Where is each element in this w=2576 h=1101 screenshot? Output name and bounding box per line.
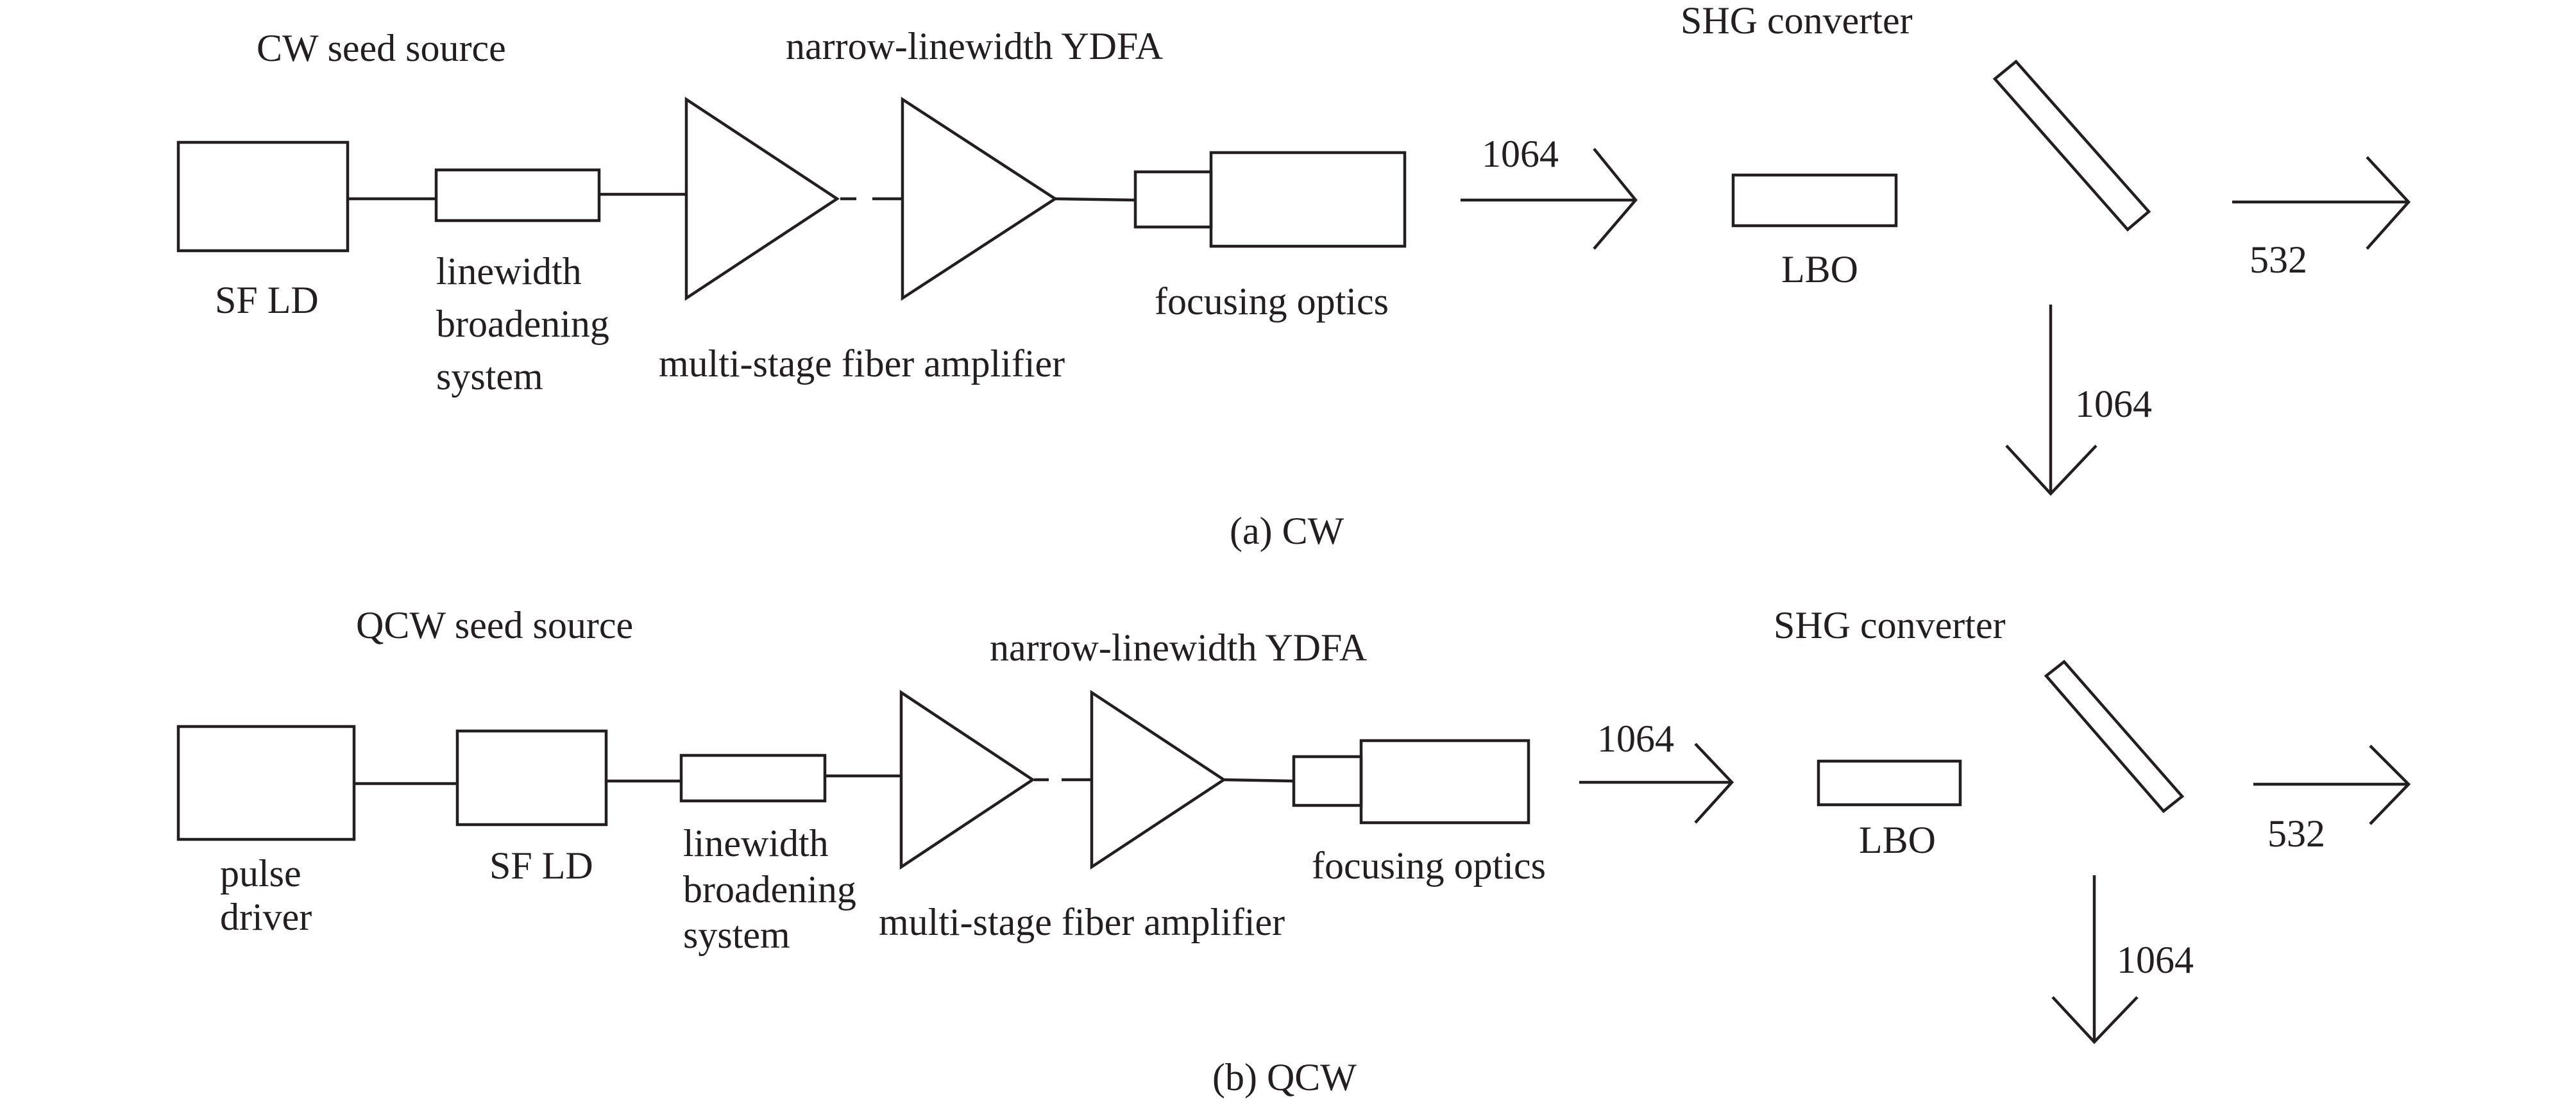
- panel-b-pulse-driver-box: [176, 725, 356, 841]
- panel-a-residual-arrow-head: [2005, 444, 2097, 496]
- panel-a-broadening-label-1: linewidth: [436, 250, 582, 292]
- panel-b-amp-header: narrow-linewidth YDFA: [990, 626, 1367, 669]
- panel-b-residual-wavelength: 1064: [2117, 939, 2194, 981]
- panel-b-input-wavelength: 1064: [1597, 718, 1674, 760]
- panel-a-output-arrow-head: [2366, 156, 2411, 250]
- panel-a-amplifier-stage-2: [901, 96, 1058, 301]
- panel-a-focusing-ferrule: [1133, 170, 1213, 229]
- panel-b-focusing-lens-body: [1359, 739, 1530, 825]
- panel-b-seed-header: QCW seed source: [356, 604, 633, 646]
- panel-a-broadening-label-2: broadening: [436, 303, 609, 345]
- panel-a-sf-ld-label: SF LD: [215, 279, 319, 321]
- panel-b-dichroic-mirror: [2044, 659, 2185, 814]
- panel-b: QCW seed source narrow-linewidth YDFA SH…: [176, 604, 2411, 1098]
- panel-a-residual-wavelength: 1064: [2075, 383, 2152, 425]
- panel-a-focusing-lens-body: [1209, 151, 1407, 248]
- panel-a-broadening-label-3: system: [436, 355, 543, 398]
- panel-b-input-arrow-head: [1694, 743, 1734, 824]
- panel-b-amplifier-stage-1: [899, 689, 1036, 870]
- panel-a-amplifier-stage-1: [684, 96, 840, 301]
- panel-a-sf-ld-box: [176, 140, 350, 253]
- panel-a-output-wavelength: 532: [2250, 239, 2307, 281]
- panel-a-input-arrow-head: [1593, 147, 1638, 250]
- panel-b-lbo-label: LBO: [1859, 819, 1936, 861]
- panel-b-output-arrow-head: [2369, 744, 2411, 825]
- panel-b-amplifier-stage-2: [1090, 689, 1227, 870]
- panel-a-lbo-label: LBO: [1781, 248, 1858, 290]
- panel-b-focusing-ferrule: [1292, 755, 1363, 807]
- panel-b-residual-arrow-head: [2051, 996, 2139, 1045]
- panel-a-shg-header: SHG converter: [1681, 0, 1913, 42]
- panel-b-amplifier-label: multi-stage fiber amplifier: [879, 901, 1285, 943]
- panel-b-output-wavelength: 532: [2267, 812, 2325, 855]
- panel-b-fiber-3: [1223, 778, 1294, 783]
- panel-a-lbo-crystal: [1731, 173, 1898, 228]
- panel-b-broadening-box: [679, 753, 827, 803]
- panel-a-seed-header: CW seed source: [257, 27, 506, 69]
- panel-a-amp-header: narrow-linewidth YDFA: [786, 25, 1163, 67]
- panel-b-broadening-label-3: system: [683, 914, 790, 956]
- panel-a: CW seed source narrow-linewidth YDFA SHG…: [176, 0, 2411, 552]
- panel-b-pulse-driver-label-1: pulse: [220, 852, 301, 895]
- panel-b-shg-header: SHG converter: [1774, 604, 2006, 646]
- panel-a-fiber-3: [1055, 197, 1136, 202]
- panel-b-lbo-crystal: [1817, 759, 1962, 807]
- panel-b-broadening-label-2: broadening: [683, 868, 856, 911]
- panel-a-dichroic-mirror: [1992, 59, 2151, 232]
- panel-b-sf-ld-label: SF LD: [489, 845, 593, 887]
- panel-a-amplifier-label: multi-stage fiber amplifier: [659, 342, 1065, 385]
- panel-b-sf-ld-box: [455, 729, 608, 827]
- panel-b-pulse-driver-label-2: driver: [220, 896, 312, 938]
- panel-a-broadening-box: [434, 168, 601, 223]
- panel-b-caption: (b) QCW: [1212, 1056, 1357, 1098]
- panel-a-focusing-label: focusing optics: [1155, 280, 1389, 323]
- panel-b-broadening-label-1: linewidth: [683, 822, 829, 864]
- panel-b-focusing-label: focusing optics: [1312, 845, 1546, 887]
- panel-a-input-wavelength: 1064: [1482, 133, 1559, 175]
- panel-a-caption: (a) CW: [1230, 510, 1344, 552]
